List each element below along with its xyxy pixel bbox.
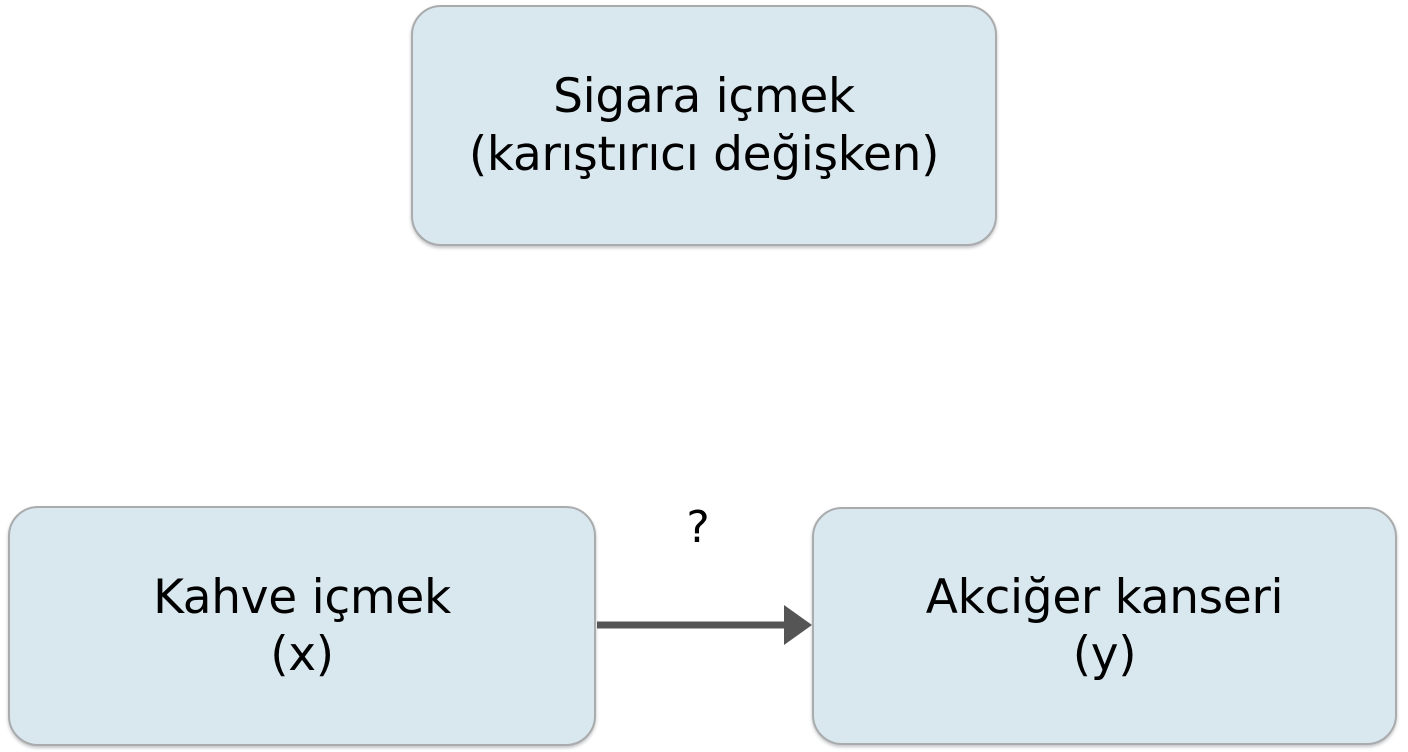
edge-exposure-to-outcome[interactable] bbox=[597, 605, 812, 645]
node-outcome-line1: Akciğer kanseri bbox=[925, 569, 1284, 625]
node-outcome-line2: (y) bbox=[1072, 627, 1137, 682]
node-exposure-line1: Kahve içmek bbox=[153, 569, 451, 625]
edge-label-question-mark: ? bbox=[686, 502, 710, 553]
node-exposure-line2: (x) bbox=[270, 627, 334, 682]
arrowhead-icon bbox=[784, 605, 812, 645]
node-confounder-line1: Sigara içmek bbox=[553, 69, 855, 125]
node-confounder[interactable]: Sigara içmek (karıştırıcı değişken) bbox=[411, 5, 997, 246]
node-confounder-line2: (karıştırıcı değişken) bbox=[468, 126, 940, 182]
node-outcome[interactable]: Akciğer kanseri (y) bbox=[812, 507, 1397, 745]
node-exposure[interactable]: Kahve içmek (x) bbox=[8, 506, 596, 746]
